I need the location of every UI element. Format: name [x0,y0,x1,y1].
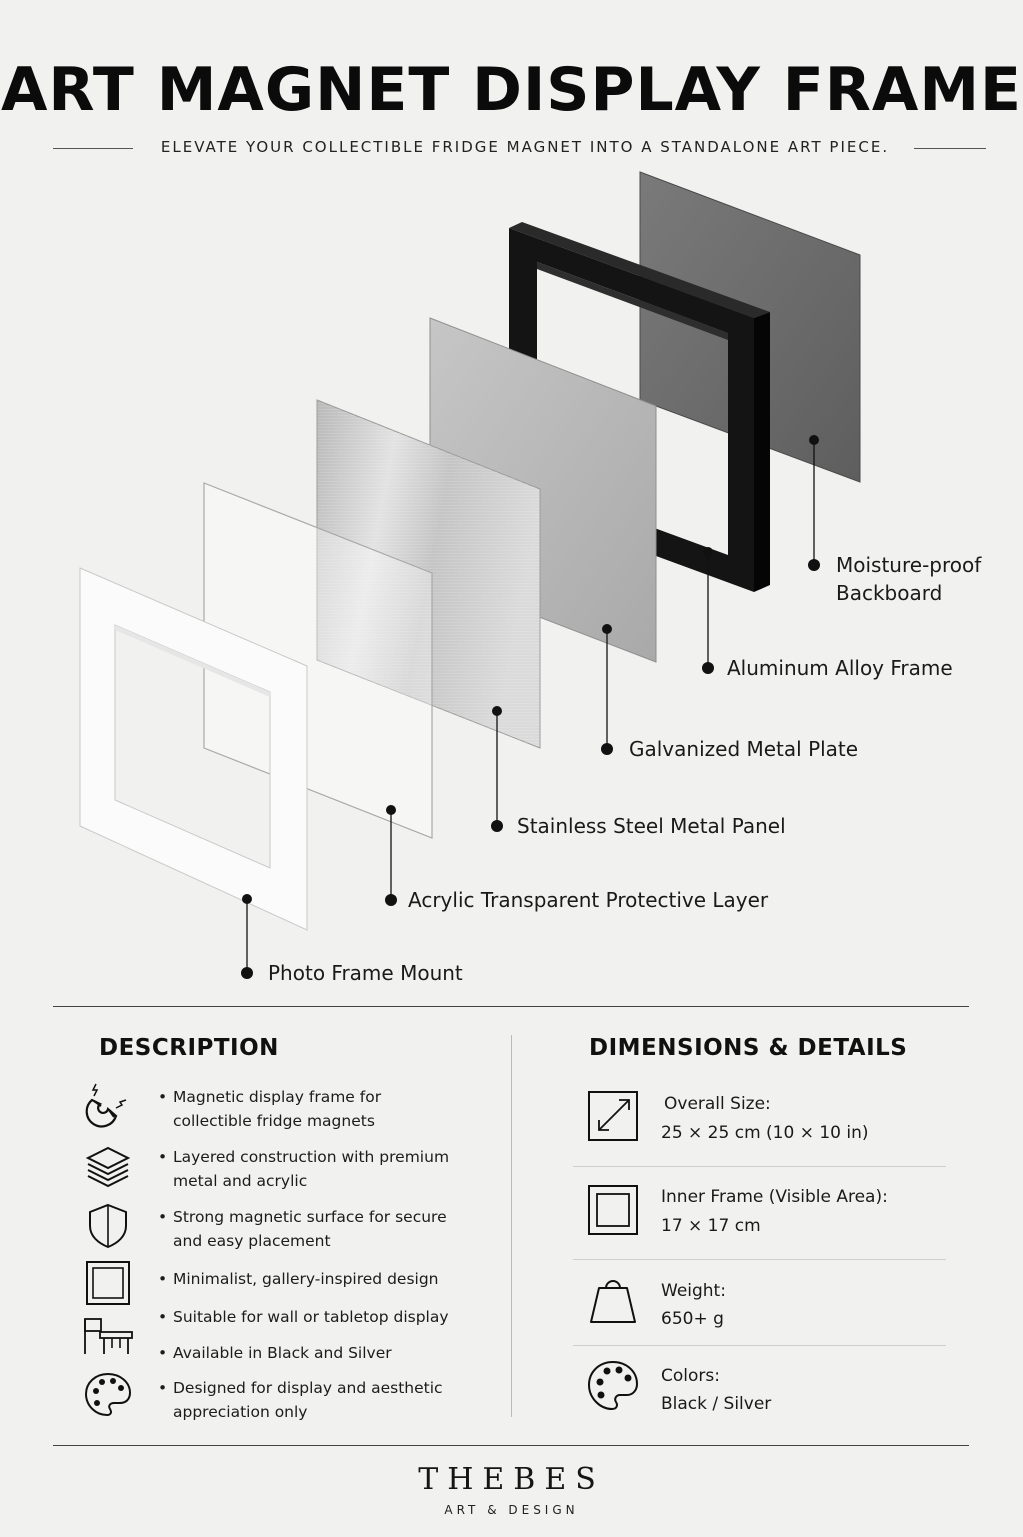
tabletop-icon [84,1318,133,1354]
section-divider-top [53,1006,969,1007]
description-item-2: • Layered construction with premium meta… [158,1145,458,1193]
colors-value: Black / Silver [661,1394,772,1414]
label-stainless-steel: Stainless Steel Metal Panel [517,814,786,838]
weight-value: 650+ g [661,1309,724,1329]
label-galvanized-plate: Galvanized Metal Plate [629,737,859,761]
dimensions-separator [573,1259,946,1260]
inner-frame-icon [588,1185,638,1235]
overall-size-value: 25 × 25 cm (10 × 10 in) [661,1123,869,1143]
weight-icon [590,1280,636,1323]
dimensions-separator [573,1166,946,1167]
description-item-1: • Magnetic display frame for collectible… [158,1085,458,1133]
section-divider-bottom [53,1445,969,1446]
inner-frame-value: 17 × 17 cm [661,1216,761,1236]
column-divider [511,1035,512,1417]
description-item-text: Strong magnetic surface for secure and e… [173,1208,447,1250]
square-frame-icon [86,1261,130,1305]
label-acrylic: Acrylic Transparent Protective Layer [408,888,769,912]
overall-size-label: Overall Size: [664,1094,771,1114]
subtitle-rule-right [914,148,986,149]
description-item-7: • Designed for display and aesthetic app… [158,1376,458,1424]
brand-tagline: ART & DESIGN [444,1503,579,1517]
exploded-layer-diagram [79,171,861,979]
photo-mount-layer [79,567,308,931]
description-item-text: Minimalist, gallery-inspired design [173,1270,439,1288]
description-item-4: • Minimalist, gallery-inspired design [158,1267,458,1291]
resize-arrows-icon [588,1091,638,1141]
subtitle-row: ELEVATE YOUR COLLECTIBLE FRIDGE MAGNET I… [0,138,1023,162]
label-backboard: Moisture-proof Backboard [836,551,981,607]
description-item-text: Magnetic display frame for collectible f… [173,1088,382,1130]
description-item-6: • Available in Black and Silver [158,1341,458,1365]
label-backboard-line1: Moisture-proof [836,553,982,577]
weight-label: Weight: [661,1281,726,1301]
subtitle-rule-left [53,148,133,149]
subtitle: ELEVATE YOUR COLLECTIBLE FRIDGE MAGNET I… [160,138,890,156]
description-item-5: • Suitable for wall or tabletop display [158,1305,458,1329]
layers-icon [85,1146,131,1188]
label-photo-mount: Photo Frame Mount [268,961,463,985]
description-item-text: Layered construction with premium metal … [173,1148,450,1190]
brand-name: THEBES [418,1462,605,1497]
description-item-text: Available in Black and Silver [173,1344,392,1362]
colors-label: Colors: [661,1366,720,1386]
description-item-text: Designed for display and aesthetic appre… [173,1379,443,1421]
label-aluminum-frame: Aluminum Alloy Frame [727,656,953,680]
dimensions-heading: DIMENSIONS & DETAILS [589,1035,908,1061]
description-heading: DESCRIPTION [99,1035,279,1061]
label-backboard-line2: Backboard [836,581,943,605]
description-item-3: • Strong magnetic surface for secure and… [158,1205,458,1253]
palette-icon [587,1360,639,1411]
magnet-icon [85,1083,127,1128]
dimensions-separator [573,1345,946,1346]
palette-icon [84,1372,132,1417]
stainless-steel-layer [316,399,541,749]
page-title: ART MAGNET DISPLAY FRAME [0,55,1023,125]
description-item-text: Suitable for wall or tabletop display [173,1308,449,1326]
inner-frame-label: Inner Frame (Visible Area): [661,1187,888,1207]
shield-icon [89,1203,127,1249]
